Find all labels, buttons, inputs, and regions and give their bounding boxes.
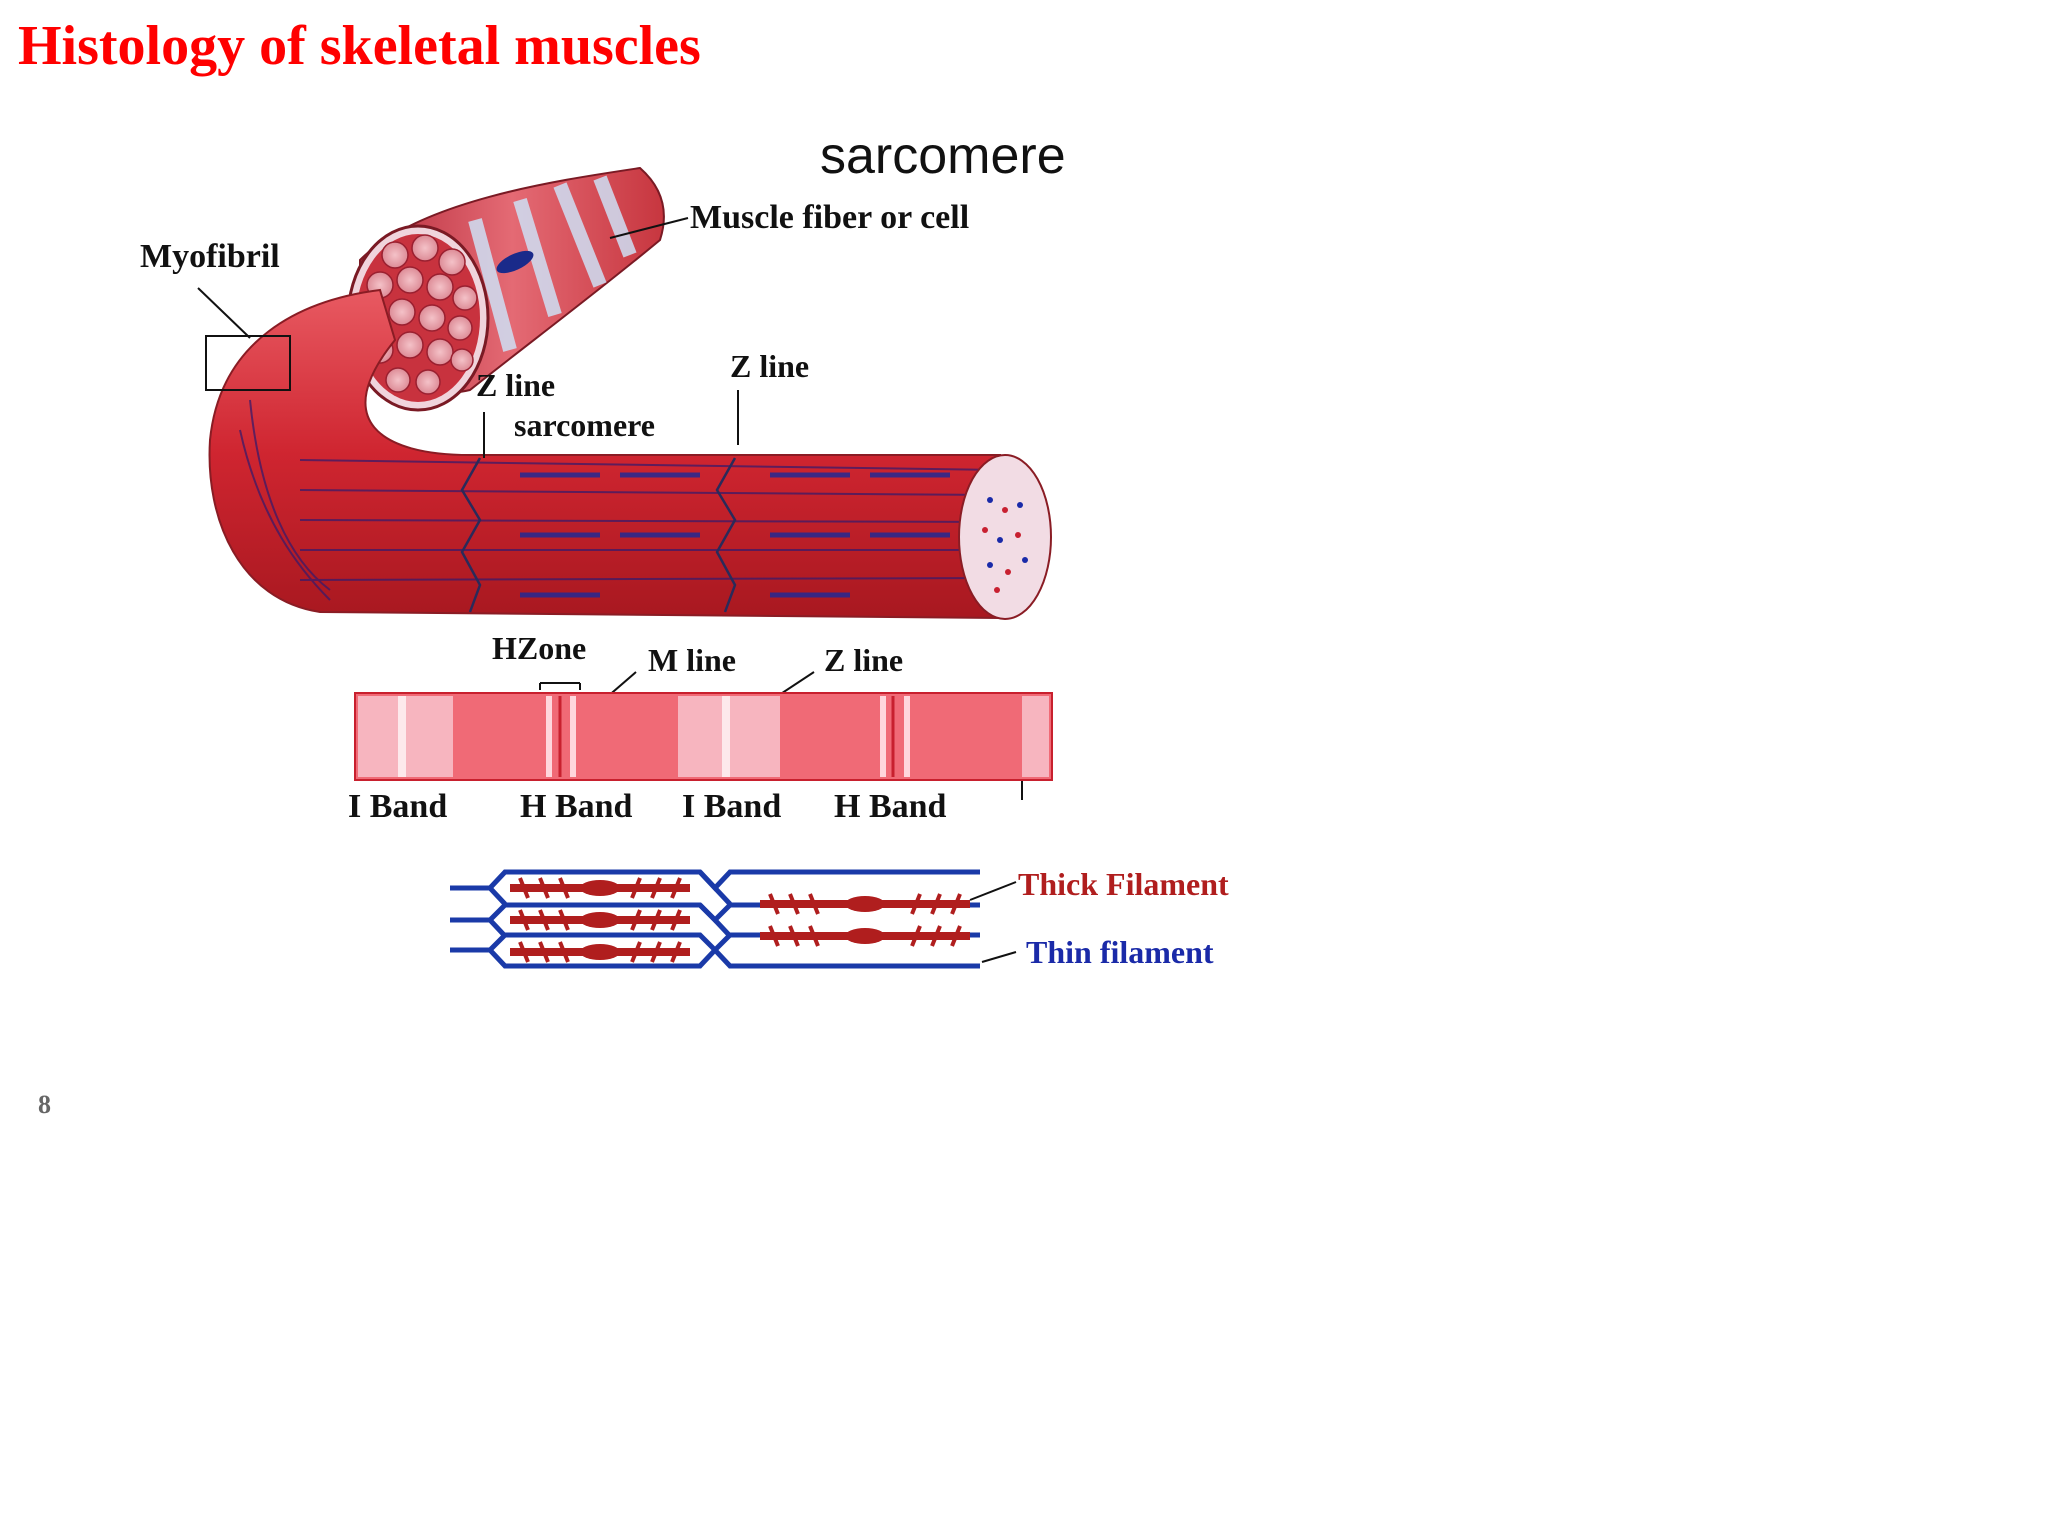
- myofibril-cross-sections: [358, 234, 478, 395]
- myosin-heads: [518, 877, 962, 963]
- skeletal-muscle-diagram: sarcomere Muscle fiber or cell Myofibril…: [140, 127, 1229, 970]
- page-number: 8: [38, 1090, 51, 1119]
- m-line-label: M line: [648, 642, 736, 678]
- thick-filament-label: Thick Filament: [1018, 866, 1229, 902]
- h-band-label-2: H Band: [834, 788, 947, 825]
- thin-filament-label: Thin filament: [1026, 934, 1214, 970]
- i-band-label-2: I Band: [682, 788, 781, 825]
- myofibril-label: Myofibril: [140, 238, 280, 275]
- sarcomere-header-label: sarcomere: [820, 127, 1066, 185]
- slide-title: Histology of skeletal muscles: [18, 15, 701, 77]
- filament-diagram: [450, 869, 1017, 969]
- muscle-fiber-label: Muscle fiber or cell: [690, 199, 969, 236]
- z-line-left-label: Z line: [476, 367, 555, 403]
- thin-filaments: [450, 869, 980, 969]
- z-line-right-label: Z line: [730, 348, 809, 384]
- sarcomere-label: sarcomere: [514, 407, 655, 443]
- myofibril-end-dots: [982, 497, 1028, 593]
- i-band-label-1: I Band: [348, 788, 447, 825]
- sarcomere-band-diagram: [354, 692, 1053, 781]
- h-zone-label: HZone: [492, 630, 586, 666]
- muscle-cell: [346, 166, 665, 412]
- h-band-label-1: H Band: [520, 788, 633, 825]
- z-line-band-label: Z line: [824, 642, 903, 678]
- thick-filaments: [510, 884, 970, 956]
- myofibril: [205, 288, 1052, 620]
